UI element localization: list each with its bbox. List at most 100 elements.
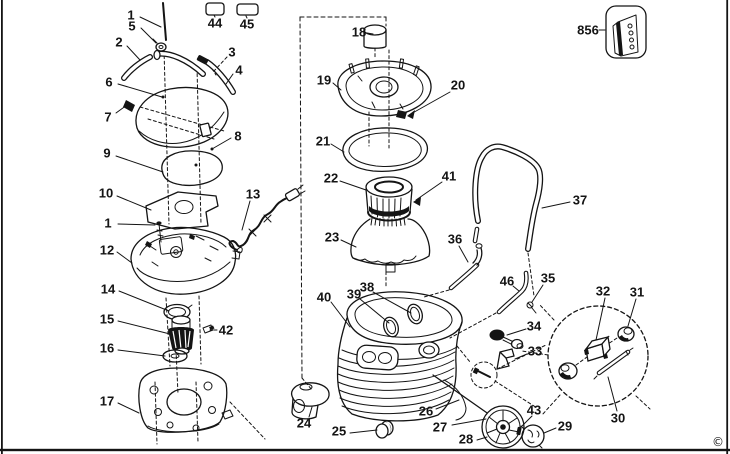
part-label-40: 40 [317,290,331,305]
part-label-9: 9 [103,146,110,161]
copyright-mark: © [712,435,724,449]
part-label-34: 34 [527,319,542,334]
part-label-38: 38 [360,280,374,295]
part-label-21: 21 [316,134,330,149]
part-label-46: 46 [500,274,514,289]
part-46-drain-tube [496,270,529,315]
part-label-13: 13 [246,187,260,202]
part-label-29: 29 [558,419,572,434]
part-label-39: 39 [347,287,361,302]
part-2-handle-tube [121,54,153,81]
part-label-5: 5 [128,19,135,34]
part-3-screw [196,55,209,65]
part-label-31: 31 [630,285,644,300]
part-39-inlet-hole [383,316,399,338]
part-label-17: 17 [100,394,114,409]
small-bolt [472,367,491,378]
part-label-15: 15 [100,312,114,327]
part-17-base-plate [138,367,234,433]
part-35-screw [526,301,537,314]
wheels-and-casters-drawing [290,374,545,449]
center-assembly-drawing [336,24,467,422]
part-9-filter-pad [161,150,223,187]
part-31-grommet [617,326,635,342]
part-label-23: 23 [325,230,339,245]
part-18-cap [363,24,387,49]
hardware-detail-circle [547,305,649,407]
part-label-856: 856 [577,23,599,38]
part-label-19: 19 [317,73,331,88]
handle-grip-tube [153,49,206,77]
leader-lines [115,14,637,441]
part-label-36: 36 [448,232,462,247]
part-label-32: 32 [596,284,610,299]
part-6-cover [135,86,229,151]
part-label-2: 2 [115,35,122,50]
part-36-drain-tube [448,243,483,291]
part-label-41: 41 [442,169,456,184]
part-label-1a: 1 [127,8,134,23]
part-28-wheel [481,405,525,449]
part-label-42: 42 [219,323,233,338]
part-label-43: 43 [527,403,541,418]
part-label-30: 30 [611,411,625,426]
part-37-cart-handle [472,143,544,252]
part-24-caster-bracket [290,382,330,420]
part-21-gasket [342,127,428,172]
part-20-latch [396,110,407,119]
part-13-power-cord [228,184,306,254]
part-30-pin [593,347,634,380]
part-label-16: 16 [100,341,114,356]
part-25-caster-wheel [375,420,394,439]
part-40-tank [336,291,467,422]
part-44-label-plate [205,2,225,16]
part-label-6: 6 [105,75,112,90]
part-label-3: 3 [228,45,235,60]
part-4-handle-tube [204,59,236,95]
part-label-35: 35 [541,271,555,286]
part-38-inlet-hole [407,303,423,325]
part-15-impeller [168,315,194,355]
part-label-14: 14 [101,282,116,297]
part-label-1b: 1 [104,216,111,231]
part-label-12: 12 [100,243,114,258]
part-label-7: 7 [104,110,111,125]
part-32-switch [584,335,611,362]
part-19-top-frame [337,58,432,119]
wheel-bracket [443,379,467,421]
part-10-gasket-plate [145,191,219,230]
small-detail-circle [470,361,498,389]
part-label-18: 18 [352,25,366,40]
part-label-8: 8 [234,129,241,144]
grommet-detail [558,362,578,380]
part-label-25: 25 [332,424,346,439]
part-23-filter-bag [350,217,431,273]
part-label-28: 28 [459,432,473,447]
part-22-filter-cage [365,176,413,222]
part-label-4: 4 [235,63,243,78]
part-label-20: 20 [451,78,465,93]
part-43-axle-pin [516,426,522,436]
part-label-27: 27 [433,420,447,435]
part-29-hub-cap [520,424,545,449]
part-12-motor-housing [130,226,241,295]
part-34-drain-valve [489,329,524,350]
part-label-37: 37 [573,193,587,208]
part-1-rod [162,2,167,41]
part-label-22: 22 [324,171,338,186]
part-33-clip [496,348,515,370]
part-label-24: 24 [297,416,312,431]
part-label-44: 44 [208,16,223,31]
part-label-45: 45 [240,17,254,32]
right-parts-drawing [448,5,647,380]
part-7-screw [123,100,135,112]
left-assembly-drawing [121,2,306,433]
part-856-switch-module [605,5,647,59]
part-42-clip [202,324,215,334]
part-5-clip [152,38,167,52]
part-label-33: 33 [528,344,542,359]
